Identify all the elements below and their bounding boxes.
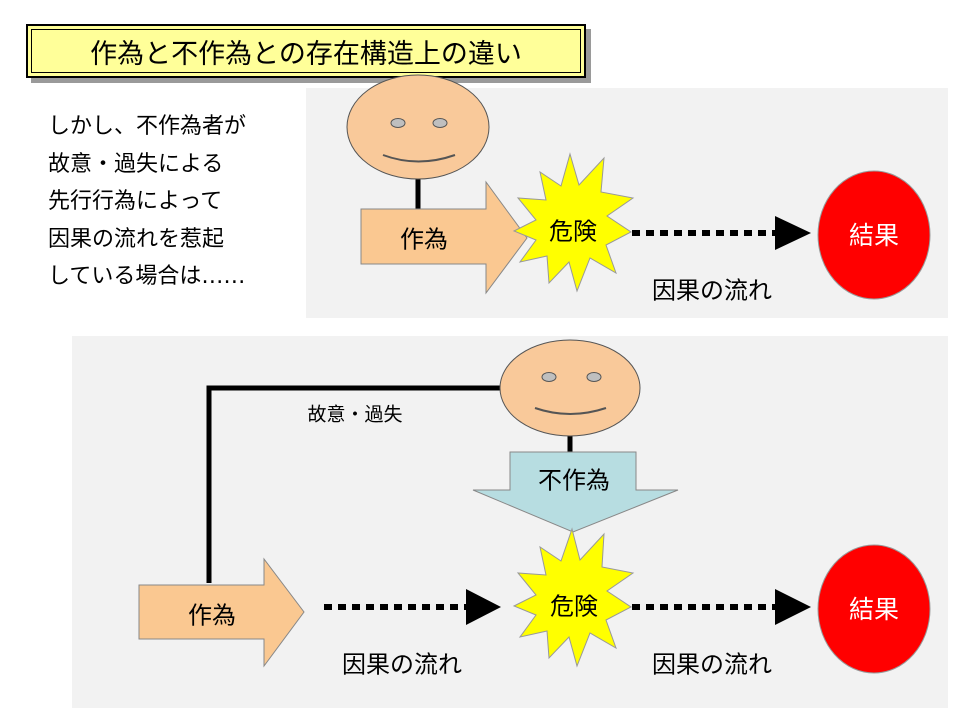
omission-arrow [472,451,679,533]
omitter-face [499,339,641,437]
intro-text: しかし、不作為者が 故意・過失による 先行行為によって 因果の流れを惹起 してい… [48,108,308,296]
causal-flow-arrowhead-2 [775,589,811,625]
act-arrow-bottom [138,557,305,668]
intent-connector-line [206,385,505,583]
intent-negligence-label: 故意・過失 [307,403,403,426]
causal-flow-label-1: 因果の流れ [342,650,462,679]
result-circle [817,170,931,300]
result-label-bottom: 結果 [848,595,900,624]
act-label: 作為 [400,225,448,254]
intro-line: しかし、不作為者が [48,114,247,139]
result-label: 結果 [848,221,900,250]
omission-label: 不作為 [538,466,610,495]
act-arrow [360,180,528,295]
result-circle-bottom [817,544,931,674]
actor-face [346,74,490,180]
danger-label: 危険 [549,217,597,246]
causal-flow-label-2: 因果の流れ [652,650,772,679]
danger-label-bottom: 危険 [550,592,598,621]
page-title: 作為と不作為との存在構造上の違い [90,38,522,70]
danger-burst-bottom [512,527,635,668]
causal-flow-arrowhead-1 [466,589,501,625]
intro-line: 先行行為によって [48,189,223,214]
title-box: 作為と不作為との存在構造上の違い [26,24,586,78]
danger-burst [512,152,635,293]
causal-flow-arrowhead [775,216,811,250]
intro-line: 因果の流れを惹起 [48,226,225,252]
intro-line: している場合は…… [48,264,246,289]
causal-flow-label: 因果の流れ [652,276,772,305]
intro-line: 故意・過失による [48,151,224,177]
act-label-bottom: 作為 [188,601,236,630]
